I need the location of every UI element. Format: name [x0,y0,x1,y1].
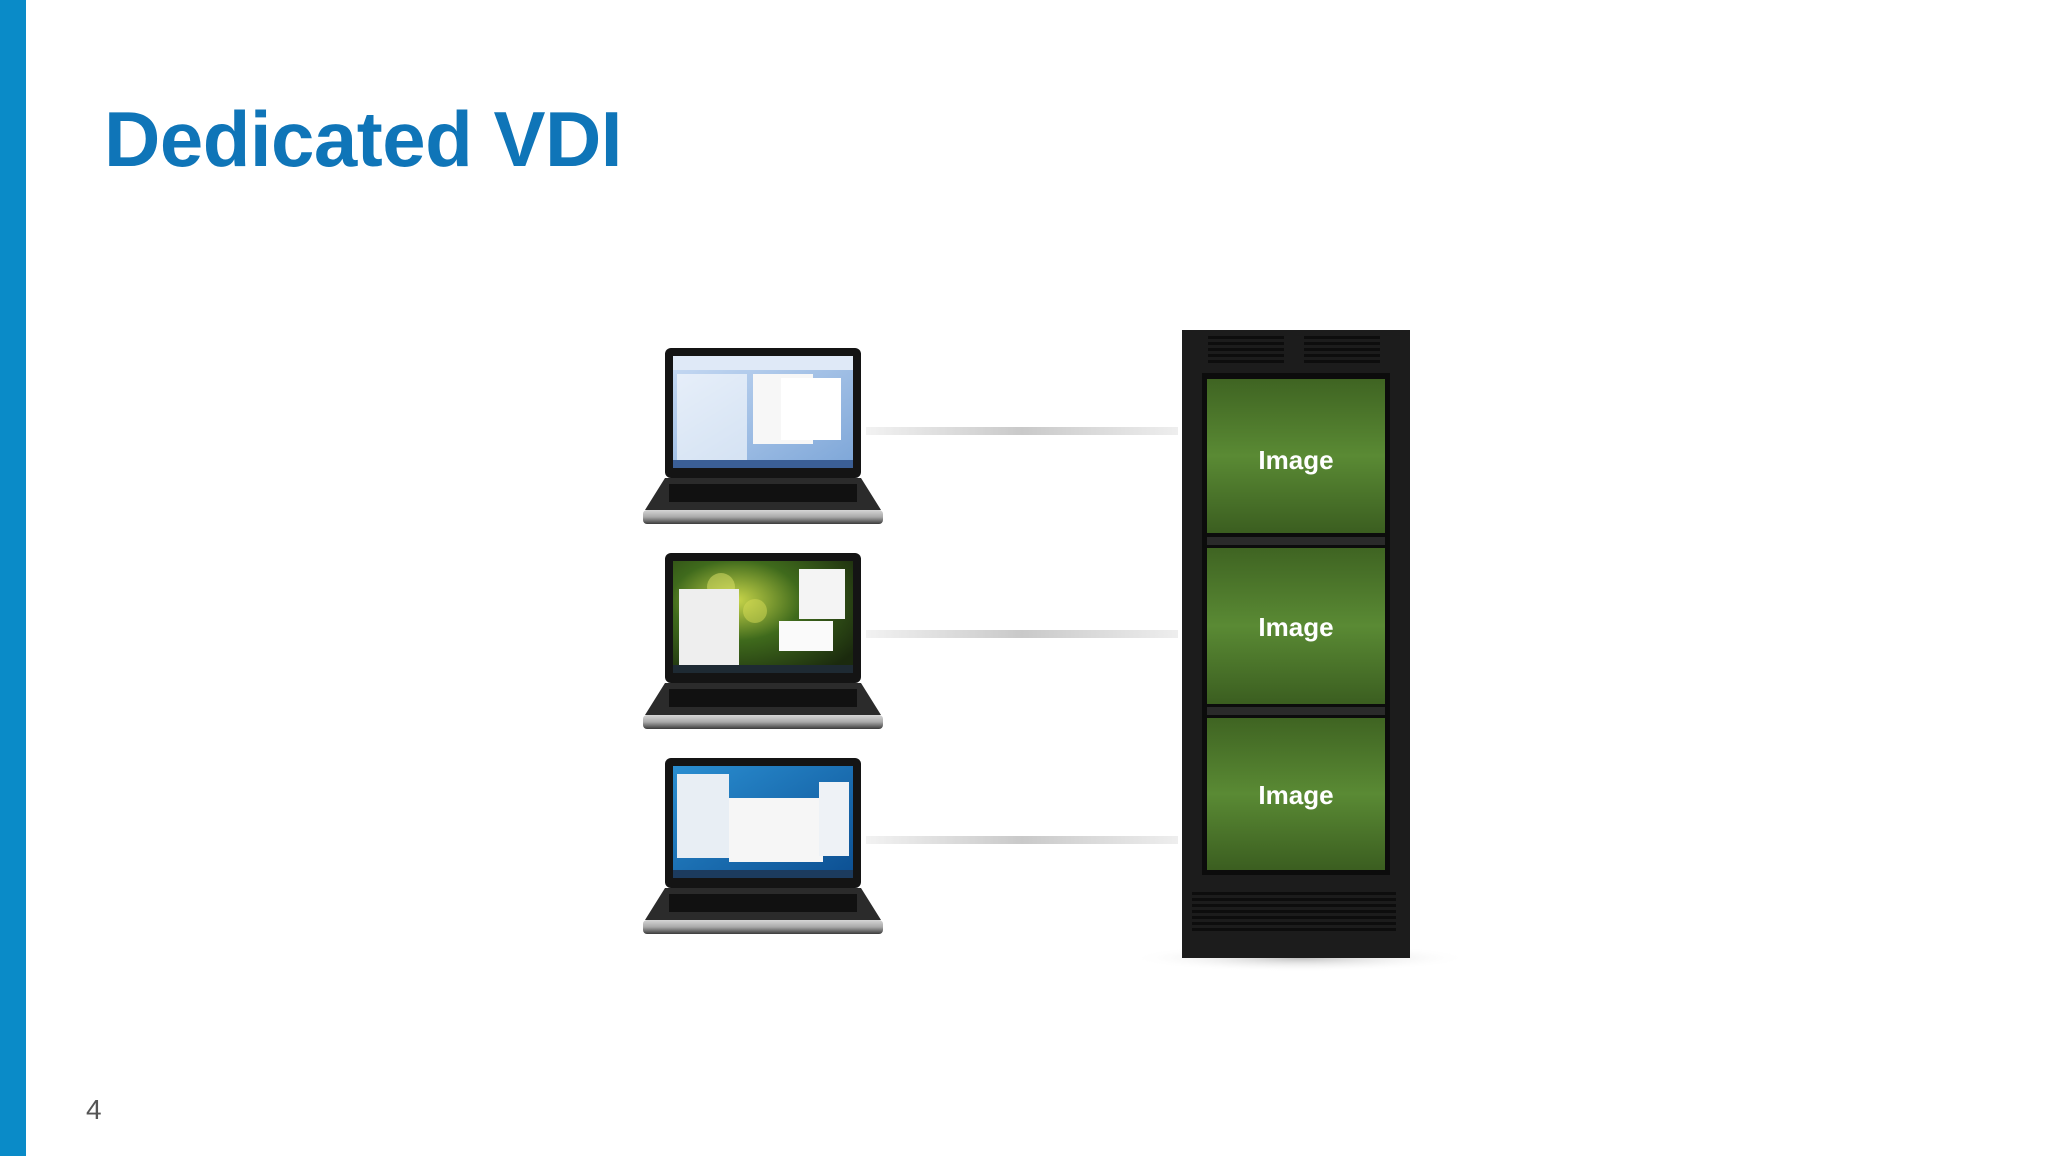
laptop-2 [643,553,883,729]
image-slot-3: Image [1207,718,1385,870]
laptop-1 [643,348,883,524]
image-slot-label: Image [1258,612,1333,642]
connector-line-1 [866,427,1178,435]
connector-line-3 [866,836,1178,844]
image-slot-label: Image [1258,445,1333,475]
connector-line-2 [866,630,1178,638]
page-title: Dedicated VDI [104,95,622,183]
page-number: 4 [86,1094,102,1125]
image-slot-label: Image [1258,780,1333,810]
laptop-3 [643,758,883,934]
image-slot-1: Image [1207,379,1385,533]
image-slot-2: Image [1207,548,1385,704]
accent-bar [0,0,26,1156]
